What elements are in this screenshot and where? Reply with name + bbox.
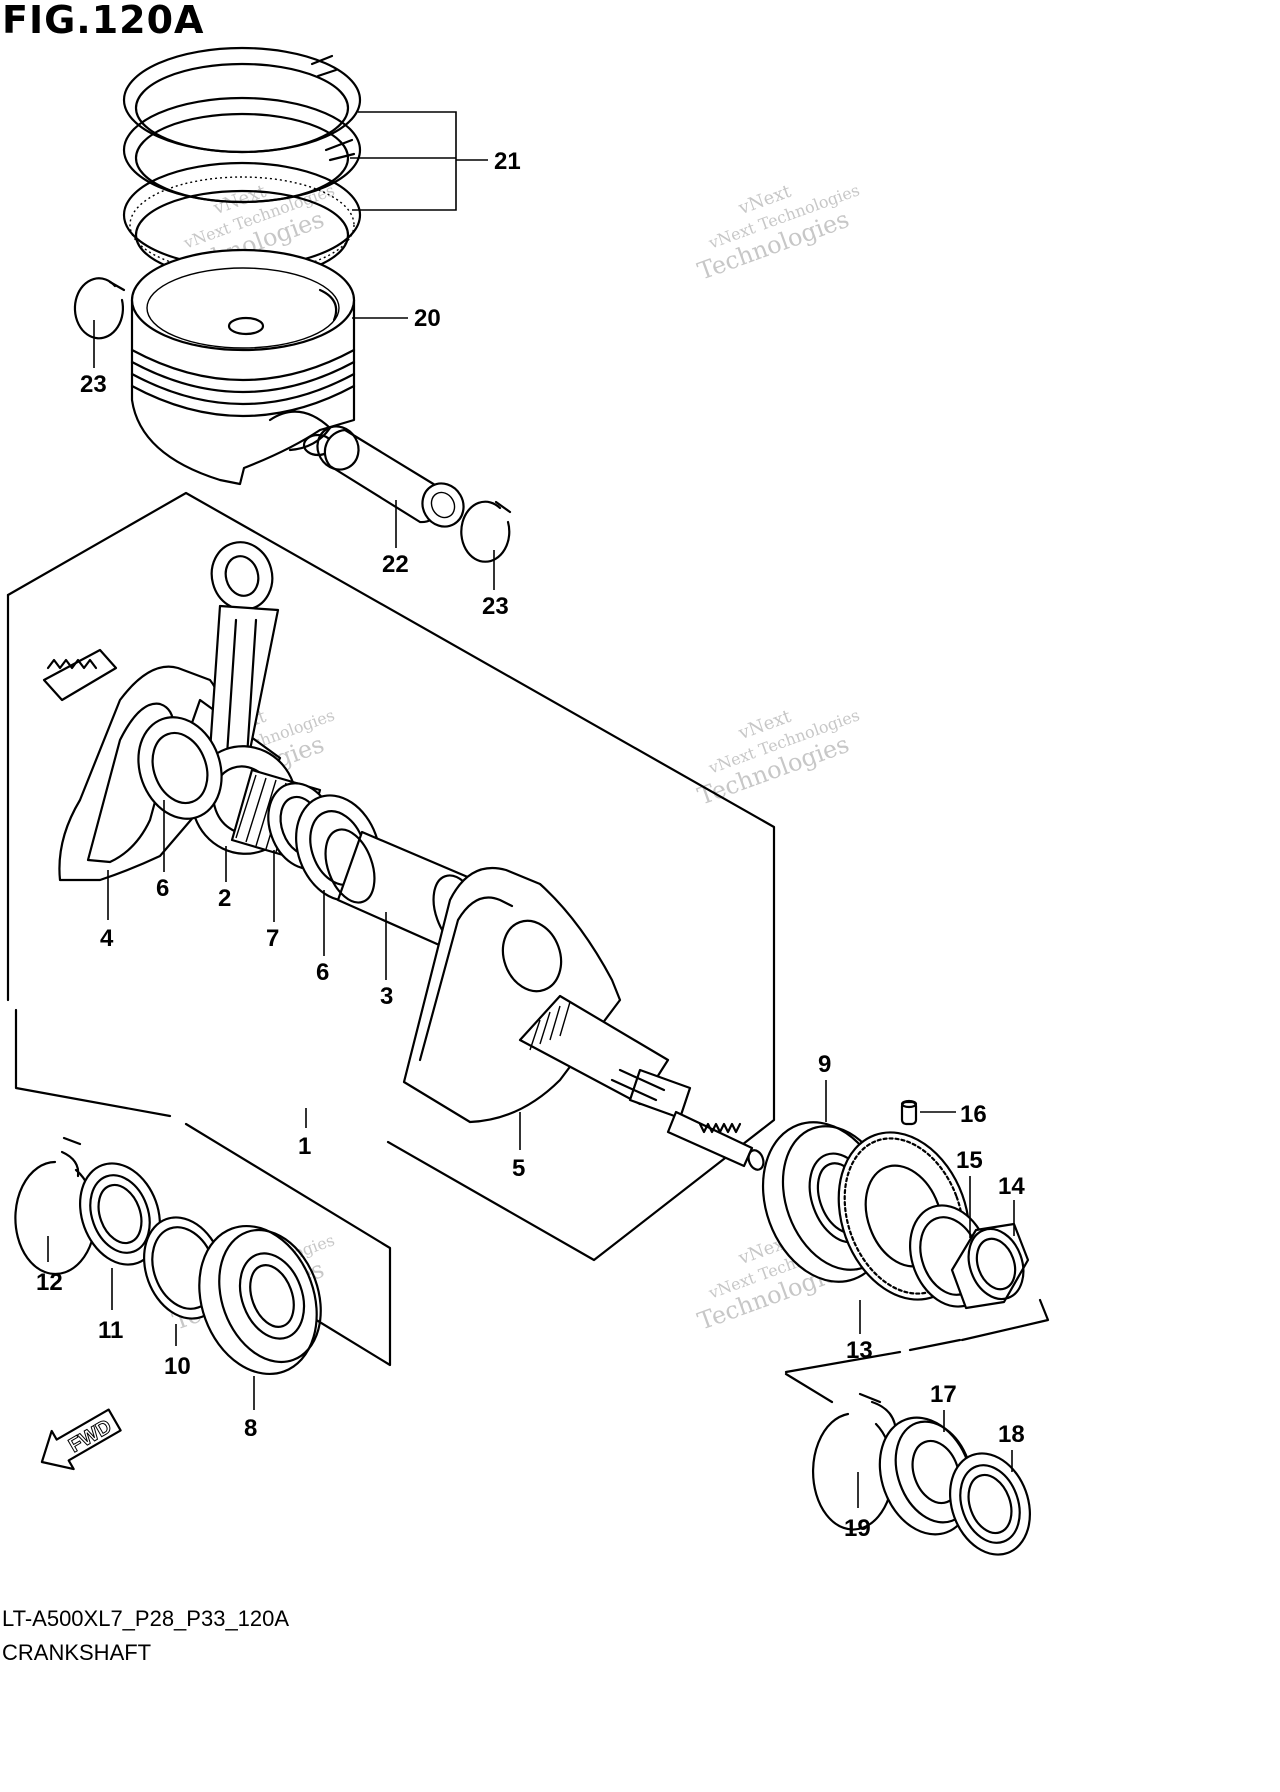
piston-pin-circlip-right (460, 500, 512, 563)
bearing-8 (198, 1224, 322, 1376)
leader-lines (47, 111, 1015, 1508)
callout-15: 15 (956, 1147, 983, 1174)
thrust-washer-left (137, 716, 223, 820)
callout-17: 17 (930, 1381, 957, 1408)
piston (130, 248, 356, 486)
callout-2: 2 (218, 885, 231, 912)
key-16 (900, 1099, 918, 1126)
sub-group-outline (784, 1298, 1050, 1404)
callout-5: 5 (512, 1155, 525, 1182)
callout-1: 1 (298, 1133, 311, 1160)
piston-pin (316, 425, 465, 528)
figure-code: LT-A500XL7_P28_P33_120A (2, 1606, 290, 1631)
callout-23-mid: 23 (482, 593, 509, 620)
callout-6-left: 6 (156, 875, 169, 902)
callout-16: 16 (960, 1101, 987, 1128)
nut-14 (950, 1222, 1030, 1310)
callout-19: 19 (844, 1515, 871, 1542)
callout-4: 4 (100, 925, 114, 952)
callout-23-top: 23 (80, 371, 107, 398)
callout-12: 12 (36, 1269, 63, 1296)
callout-11: 11 (98, 1317, 123, 1344)
figure-title: FIG.120A (2, 0, 205, 42)
callout-8: 8 (244, 1415, 257, 1442)
callout-10: 10 (164, 1353, 191, 1380)
oil-seal-18 (949, 1452, 1031, 1556)
crankshaft-assembly-outline (6, 491, 776, 1367)
bearing-17 (878, 1416, 974, 1536)
fwd-direction-arrow: FWD (40, 1408, 122, 1471)
callout-20: 20 (414, 305, 441, 332)
oil-seal-11 (79, 1162, 161, 1266)
callout-14: 14 (998, 1173, 1025, 1200)
callout-6-right: 6 (316, 959, 329, 986)
callout-9: 9 (818, 1051, 831, 1078)
watermark-top-right: vNext vNext Technologies Technologies (694, 180, 862, 285)
callout-3: 3 (380, 983, 393, 1010)
callout-22: 22 (382, 551, 409, 578)
callout-7: 7 (266, 925, 279, 952)
callout-13: 13 (846, 1337, 873, 1364)
callout-18: 18 (998, 1421, 1025, 1448)
callout-21: 21 (494, 148, 521, 175)
watermark-middle-right: vNext vNext Technologies Technologies (694, 705, 862, 810)
right-crank-web (402, 866, 765, 1171)
figure-name: CRANKSHAFT (2, 1640, 152, 1665)
piston-pin-circlip-left (73, 277, 126, 340)
